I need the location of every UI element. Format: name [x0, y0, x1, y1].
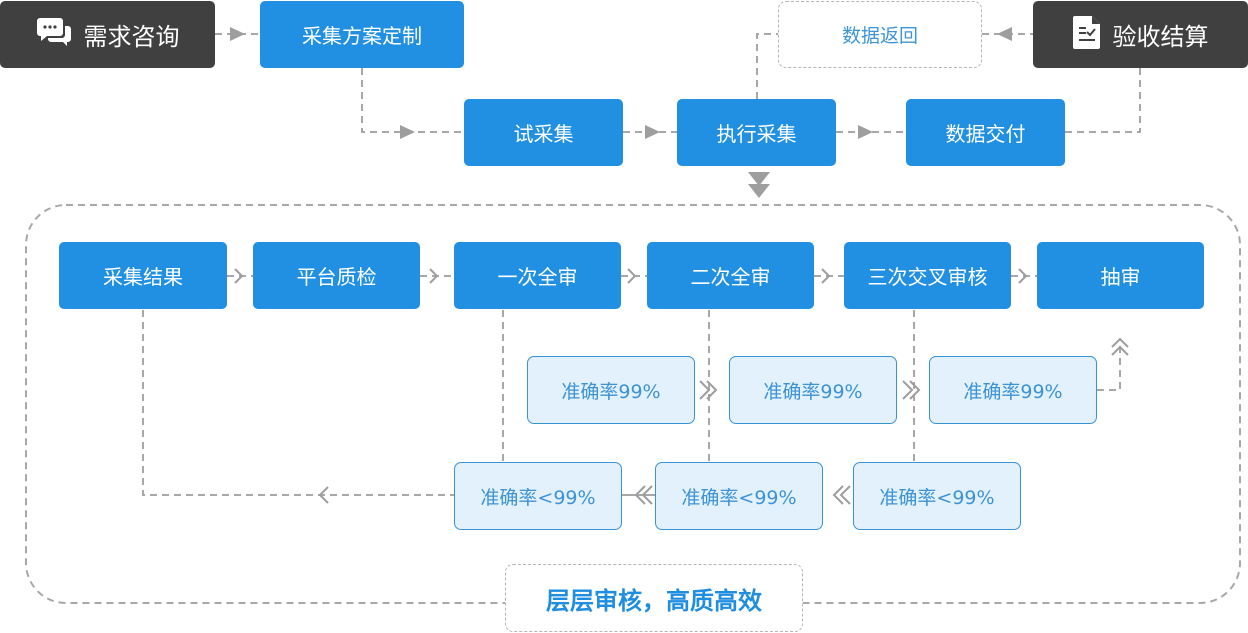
document-check-icon: [1072, 15, 1101, 55]
chevron-right-icon: [234, 268, 244, 284]
consult-label: 需求咨询: [83, 23, 180, 51]
arrowheads: [230, 27, 1012, 198]
step-sample-review: 抽审: [1037, 242, 1204, 309]
double-chevron-up-icon: [1111, 337, 1129, 348]
slogan: 层层审核，高质高效: [505, 564, 803, 632]
arrow-right-icon: [645, 125, 660, 139]
chevron-right-icon: [429, 268, 439, 284]
pass-badge: 准确率99%: [527, 356, 695, 424]
double-chevron-right-icon: [699, 380, 711, 400]
pass-badge: 准确率99%: [929, 356, 1097, 424]
fail-badge: 准确率<99%: [454, 462, 622, 530]
pass-badge: 准确率99%: [729, 356, 897, 424]
arrow-right-icon: [230, 27, 245, 41]
return-node: 数据返回: [778, 1, 982, 68]
chat-bubbles-icon: [36, 17, 72, 53]
deliver-node: 数据交付: [906, 99, 1065, 166]
step-platform-qc: 平台质检: [253, 242, 420, 309]
step-collect-result: 采集结果: [59, 242, 227, 309]
arrow-left-icon: [997, 27, 1012, 41]
chevron-right-icon: [1018, 268, 1028, 284]
settle-label: 验收结算: [1112, 23, 1209, 51]
step-first-review: 一次全审: [454, 242, 621, 309]
plan-node: 采集方案定制: [260, 1, 464, 68]
consult-node: 需求咨询: [0, 1, 215, 68]
arrow-down-icon: [748, 172, 770, 186]
trial-node: 试采集: [464, 99, 623, 166]
settle-node: 验收结算: [1033, 1, 1248, 68]
double-chevron-right-icon: [902, 380, 914, 400]
fail-badge: 准确率<99%: [655, 462, 823, 530]
step-second-review: 二次全审: [647, 242, 814, 309]
arrow-down-icon: [748, 184, 770, 198]
step-cross-review: 三次交叉审核: [844, 242, 1011, 309]
arrow-right-icon: [858, 125, 873, 139]
arrow-right-icon: [400, 125, 415, 139]
execute-node: 执行采集: [677, 99, 836, 166]
double-chevron-left-icon: [634, 485, 646, 505]
fail-badge: 准确率<99%: [853, 462, 1021, 530]
chevron-left-icon: [318, 486, 329, 504]
double-chevron-left-icon: [832, 485, 844, 505]
chevron-right-icon: [627, 268, 637, 284]
chevron-right-icon: [821, 268, 831, 284]
